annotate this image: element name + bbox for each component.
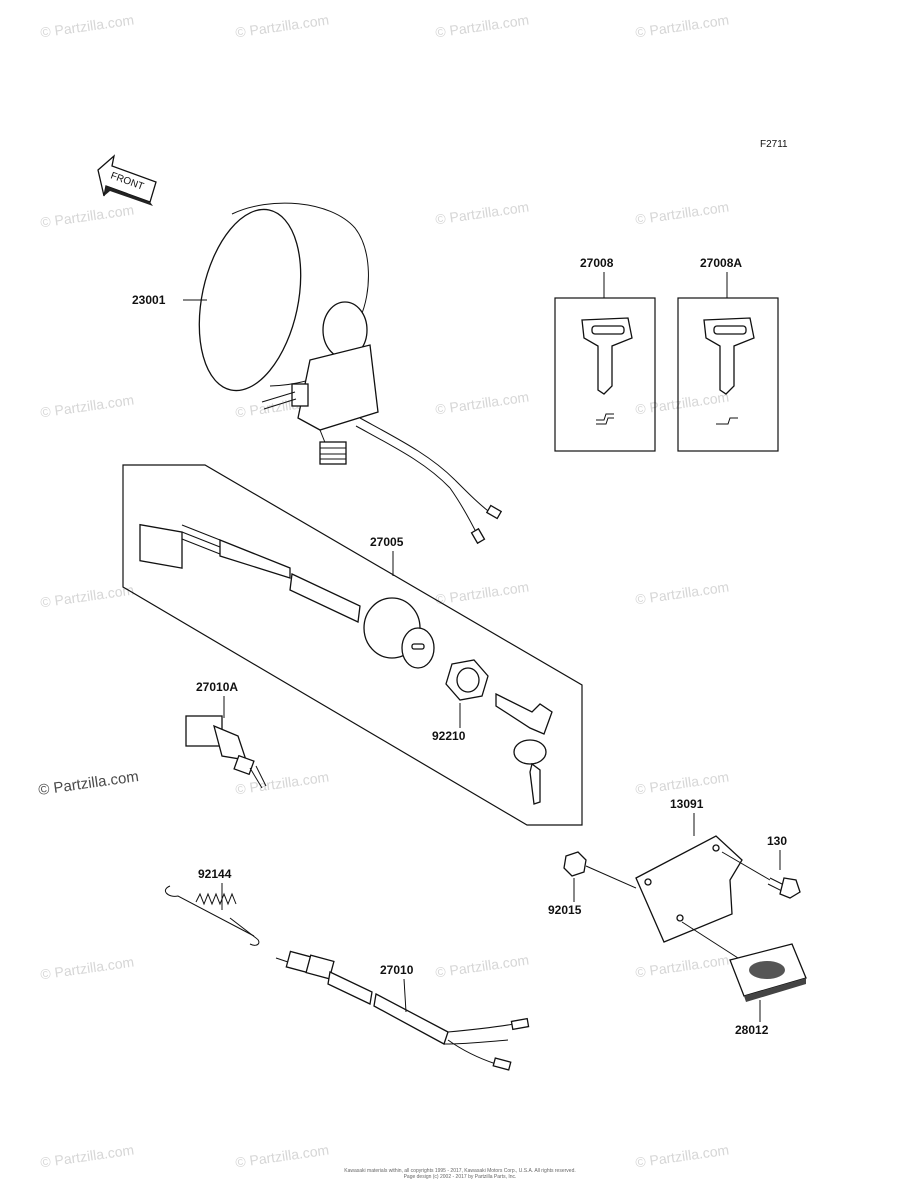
key-27008a-box [677, 297, 779, 452]
label-13091: 13091 [670, 797, 704, 811]
label-27005: 27005 [370, 535, 404, 549]
key-27008-box [554, 297, 656, 452]
label-27010a: 27010A [196, 680, 238, 694]
label-130: 130 [767, 834, 787, 848]
label-92144: 92144 [198, 867, 232, 881]
key-27008a [703, 317, 755, 425]
reflector-28012 [729, 943, 807, 1002]
ignition-switch [139, 523, 435, 669]
nut-92015 [563, 851, 587, 877]
nut-92210 [445, 659, 489, 701]
footer: Kawasaki materials within, all copyright… [330, 1168, 590, 1180]
label-23001: 23001 [132, 293, 166, 307]
key-27008 [581, 317, 633, 425]
bolt-130 [767, 877, 801, 899]
diagram-code: F2711 [760, 139, 788, 150]
headlight [198, 202, 503, 545]
switch-27010 [275, 950, 530, 1071]
footer-credit: Page design (c) 2002 - 2017 by Partzilla… [403, 1174, 517, 1180]
spring-92144 [165, 885, 260, 946]
front-arrow-icon: FRONT [97, 154, 157, 206]
switch-assembly-box [122, 464, 583, 826]
switch-27010a [185, 715, 267, 789]
mounting-plate [635, 835, 743, 943]
label-92015: 92015 [548, 903, 582, 917]
footer-copyright: Kawasaki materials within, all copyright… [344, 1168, 576, 1174]
label-92210: 92210 [432, 729, 466, 743]
switch-keys [495, 692, 553, 805]
label-27008: 27008 [580, 256, 614, 270]
label-28012: 28012 [735, 1023, 769, 1037]
label-27008a: 27008A [700, 256, 742, 270]
label-27010: 27010 [380, 963, 414, 977]
